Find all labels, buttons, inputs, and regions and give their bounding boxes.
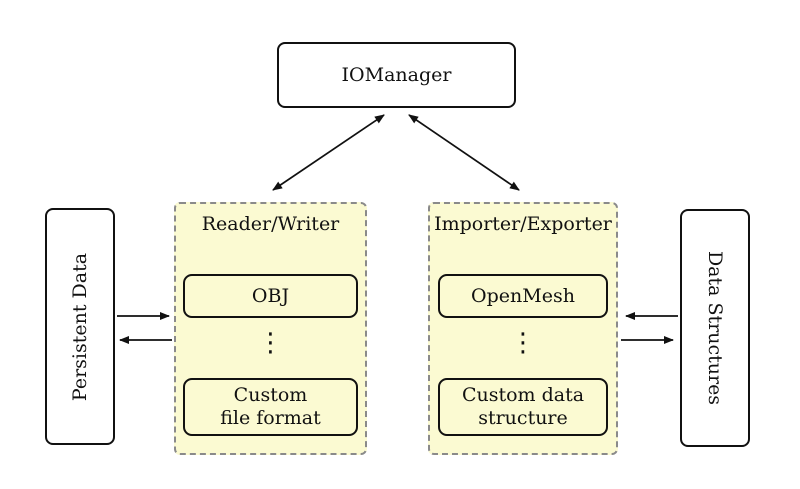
- custom-file-format-label: Custom file format: [220, 384, 321, 429]
- persistent-data-label: Persistent Data: [69, 252, 91, 401]
- openmesh-label: OpenMesh: [471, 284, 575, 307]
- reader-writer-ellipsis-icon: ⋮: [257, 328, 284, 358]
- custom-data-structure-box: Custom data structure: [438, 378, 608, 436]
- reader-writer-title: Reader/Writer: [201, 213, 340, 235]
- obj-box: OBJ: [183, 274, 358, 318]
- data-structures-label: Data Structures: [704, 250, 726, 406]
- custom-file-format-box: Custom file format: [183, 378, 358, 436]
- obj-label: OBJ: [251, 284, 290, 307]
- importer-exporter-container: Importer/Exporter OpenMesh ⋮ Custom data…: [428, 202, 618, 455]
- arrow-iomanager-importerexporter: [408, 114, 520, 191]
- reader-writer-container: Reader/Writer OBJ ⋮ Custom file format: [174, 202, 367, 455]
- custom-data-structure-label: Custom data structure: [461, 384, 585, 429]
- openmesh-box: OpenMesh: [438, 274, 608, 318]
- importer-exporter-ellipsis-icon: ⋮: [510, 328, 536, 358]
- iomanager-label: IOManager: [341, 64, 452, 86]
- importer-exporter-title: Importer/Exporter: [434, 213, 612, 235]
- persistent-data-box: Persistent Data: [45, 208, 115, 445]
- data-structures-box: Data Structures: [680, 209, 750, 447]
- iomanager-box: IOManager: [277, 42, 516, 108]
- arrow-iomanager-readerwriter: [272, 114, 385, 191]
